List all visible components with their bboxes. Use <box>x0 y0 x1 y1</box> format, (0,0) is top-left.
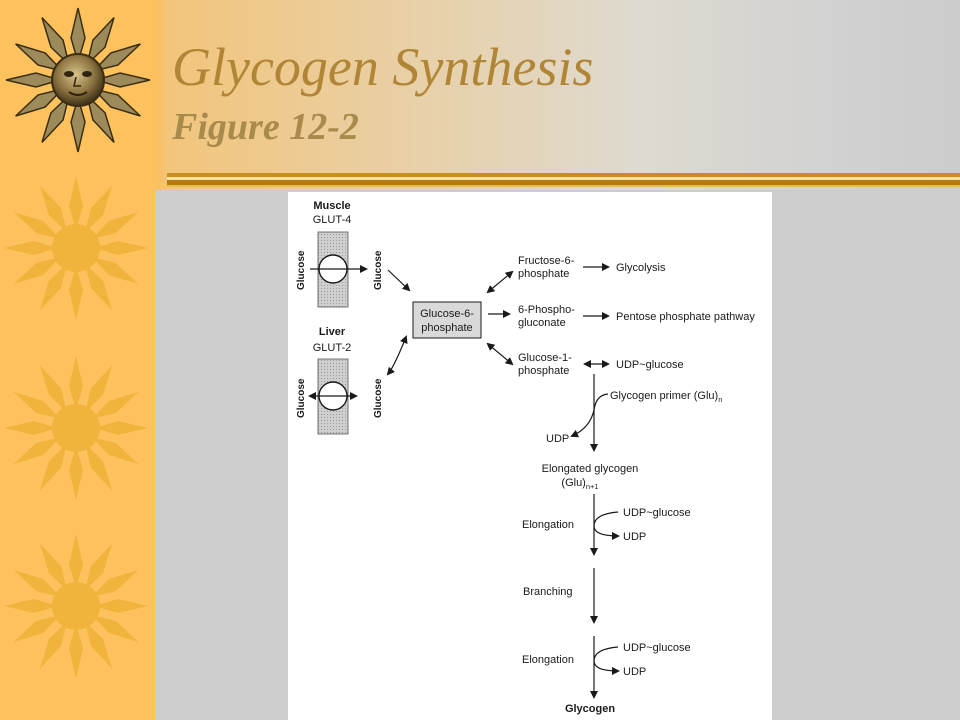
slide-title: Glycogen Synthesis <box>172 37 594 97</box>
sun-decorations <box>4 7 151 678</box>
elongation1-curve <box>593 511 620 540</box>
udp-release-label: UDP <box>546 433 569 445</box>
muscle-glucose-out: Glucose <box>373 250 384 290</box>
udpglc-label: UDP~glucose <box>616 359 684 371</box>
primer-curve <box>593 393 609 411</box>
slide-subtitle: Figure 12-2 <box>172 106 359 148</box>
sun-sidebar <box>0 0 155 720</box>
sun-icon <box>4 356 148 500</box>
sun-icon <box>4 534 148 678</box>
sun-face-icon <box>5 7 151 153</box>
glycolysis-label: Glycolysis <box>616 262 666 274</box>
hub-to-g1p-arrow <box>486 342 514 366</box>
elongated-line2: (Glu)n+1 <box>561 477 598 491</box>
hub-to-f6p-arrow <box>486 270 514 294</box>
muscle-glucose-in: Glucose <box>296 250 307 290</box>
title-rule <box>167 173 960 187</box>
glucose-6-phosphate-box <box>412 301 482 339</box>
hub-line1: Glucose-6- <box>420 308 474 320</box>
sun-icon <box>4 176 148 320</box>
branching-label: Branching <box>523 586 573 598</box>
elongation1-in: UDP~glucose <box>623 507 691 519</box>
glycogen-synthesis-figure: Muscle GLUT-4 Glucose Glucose Liver GLUT… <box>288 192 772 720</box>
glycogen-label: Glycogen <box>565 703 615 715</box>
f6p-line2: phosphate <box>518 268 569 280</box>
liver-label: Liver <box>319 326 346 338</box>
6pg-line2: gluconate <box>518 317 566 329</box>
elongation2-in: UDP~glucose <box>623 642 691 654</box>
liver-hub-arrow <box>386 335 408 376</box>
elongation2-label: Elongation <box>522 654 574 666</box>
primer-label: Glycogen primer (Glu)n <box>610 390 722 404</box>
glut2-label: GLUT-2 <box>313 342 352 354</box>
elongation1-label: Elongation <box>522 519 574 531</box>
liver-glucose-out: Glucose <box>373 378 384 418</box>
elongated-line1: Elongated glycogen <box>542 463 639 475</box>
6pg-line1: 6-Phospho- <box>518 304 575 316</box>
g1p-line2: phosphate <box>518 365 569 377</box>
hub-line2: phosphate <box>421 322 472 334</box>
g1p-line1: Glucose-1- <box>518 352 572 364</box>
udp-release-curve <box>570 409 595 438</box>
f6p-line1: Fructose-6- <box>518 255 575 267</box>
muscle-label: Muscle <box>313 200 350 212</box>
muscle-to-hub-arrow <box>387 269 411 292</box>
elongation1-out: UDP <box>623 531 646 543</box>
elongation2-out: UDP <box>623 666 646 678</box>
ppp-label: Pentose phosphate pathway <box>616 311 755 323</box>
liver-glucose-in: Glucose <box>296 378 307 418</box>
glut4-label: GLUT-4 <box>313 214 352 226</box>
pathway-diagram: Muscle GLUT-4 Glucose Glucose Liver GLUT… <box>296 200 755 715</box>
elongation2-curve <box>593 646 620 675</box>
